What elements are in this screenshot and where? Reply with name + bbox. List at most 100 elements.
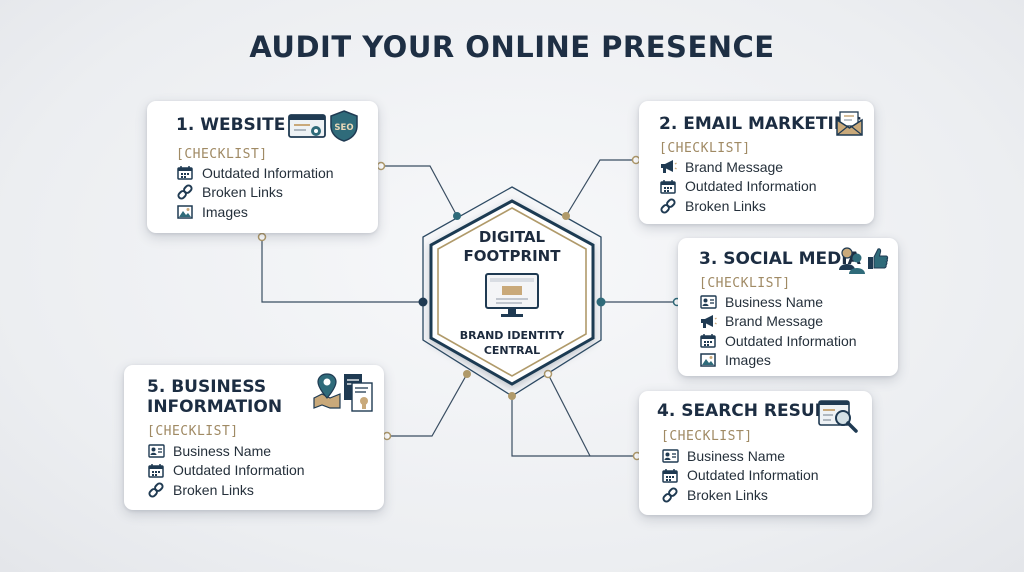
social-items: Business Name Brand Message Outdated Inf… (699, 292, 857, 370)
list-item: Outdated Information (176, 163, 334, 183)
search-card-title: 4. SEARCH RESULTS (657, 401, 847, 421)
node-dot (463, 370, 471, 378)
documents-icon (344, 374, 373, 412)
id-card-icon (147, 443, 165, 459)
business-items: Business Name Outdated Information Broke… (147, 441, 305, 500)
seo-label: SEO (334, 123, 353, 133)
node-dot (596, 297, 606, 307)
item-label: Outdated Information (202, 164, 334, 181)
list-item: Broken Links (659, 196, 817, 216)
link-icon (147, 482, 165, 498)
node-dot (257, 232, 267, 242)
node-dot (376, 161, 386, 171)
seo-shield-icon: SEO (330, 110, 358, 142)
social-card: 3. SOCIAL MEDIA [CHECKLIST] Business Nam… (678, 238, 898, 376)
item-label: Broken Links (687, 486, 768, 503)
list-item: Brand Message (659, 157, 817, 177)
connector-search-branch (547, 373, 591, 457)
thumbs-up-icon (868, 248, 889, 269)
list-item: Outdated Information (661, 466, 819, 486)
business-card: 5. BUSINESS INFORMATION [CHECKLIST] Busi… (124, 365, 384, 510)
megaphone-icon (659, 159, 677, 175)
browser-icon (288, 114, 326, 138)
search-results-icon (818, 400, 858, 433)
connector-website-left (261, 237, 423, 303)
id-card-icon (699, 294, 717, 310)
item-label: Business Name (173, 442, 272, 459)
link-icon (659, 198, 677, 214)
link-icon (176, 184, 194, 200)
list-item: Outdated Information (699, 331, 857, 351)
id-card-icon (661, 448, 679, 464)
list-item: Broken Links (147, 480, 305, 500)
list-item: Business Name (699, 292, 857, 312)
email-card-title: 2. EMAIL MARKETING (659, 114, 863, 134)
website-card-title: 1. WEBSITE (176, 115, 286, 135)
megaphone-icon (699, 313, 717, 329)
email-items: Brand Message Outdated Information Broke… (659, 157, 817, 216)
list-item: Broken Links (661, 485, 819, 505)
monitor-icon (485, 273, 539, 317)
calendar-icon (659, 178, 677, 194)
item-label: Business Name (725, 293, 824, 310)
center-subtitle-line2: CENTRAL (483, 344, 541, 357)
envelope-icon (836, 111, 863, 136)
link-icon (661, 487, 679, 503)
image-icon (699, 352, 717, 368)
search-items: Business Name Outdated Information Broke… (661, 446, 819, 505)
item-label: Outdated Information (685, 178, 817, 195)
center-subtitle-line1: BRAND IDENTITY (459, 329, 565, 342)
social-checklist-label: [CHECKLIST] (699, 276, 791, 291)
list-item: Outdated Information (659, 177, 817, 197)
node-dot (382, 431, 392, 441)
list-item: Brand Message (699, 312, 857, 332)
social-card-title: 3. SOCIAL MEDIA (699, 249, 861, 269)
search-checklist-label: [CHECKLIST] (661, 429, 753, 444)
image-icon (176, 204, 194, 220)
business-card-title: 5. BUSINESS INFORMATION (147, 377, 283, 417)
business-checklist-label: [CHECKLIST] (147, 424, 239, 439)
center-title-line1: DIGITAL (478, 228, 546, 246)
item-label: Outdated Information (687, 467, 819, 484)
list-item: Broken Links (176, 183, 334, 203)
node-dot (562, 212, 570, 220)
item-label: Broken Links (173, 481, 254, 498)
node-dot (453, 212, 461, 220)
website-items: Outdated Information Broken Links Images (176, 163, 334, 222)
list-item: Images (699, 351, 857, 371)
item-label: Brand Message (725, 313, 824, 330)
list-item: Images (176, 202, 334, 222)
page-title: AUDIT YOUR ONLINE PRESENCE (249, 30, 775, 64)
center-title-line2: FOOTPRINT (463, 247, 561, 265)
list-item: Business Name (147, 441, 305, 461)
website-card: 1. WEBSITE SEO [CHECKLIST] Outdated Info… (147, 101, 378, 233)
item-label: Business Name (687, 447, 786, 464)
connector-website-top (381, 165, 458, 217)
calendar-icon (661, 467, 679, 483)
item-label: Brand Message (685, 158, 784, 175)
item-label: Images (725, 352, 771, 369)
calendar-icon (699, 333, 717, 349)
email-card: 2. EMAIL MARKETING [CHECKLIST] Brand Mes… (639, 101, 874, 224)
item-label: Images (202, 203, 248, 220)
node-dot (418, 297, 428, 307)
search-card: 4. SEARCH RESULTS [CHECKLIST] Business N… (639, 391, 872, 515)
people-icon (839, 247, 865, 274)
item-label: Outdated Information (173, 462, 305, 479)
connector-search-main (511, 396, 637, 457)
email-checklist-label: [CHECKLIST] (659, 141, 751, 156)
calendar-icon (176, 165, 194, 181)
list-item: Business Name (661, 446, 819, 466)
connector-email (565, 159, 636, 217)
calendar-icon (147, 462, 165, 478)
website-checklist-label: [CHECKLIST] (176, 147, 268, 162)
node-dot (543, 369, 553, 379)
item-label: Outdated Information (725, 332, 857, 349)
node-dot (508, 392, 516, 400)
list-item: Outdated Information (147, 461, 305, 481)
item-label: Broken Links (202, 184, 283, 201)
connector-business (387, 373, 468, 437)
map-pin-icon (313, 373, 341, 409)
item-label: Broken Links (685, 197, 766, 214)
